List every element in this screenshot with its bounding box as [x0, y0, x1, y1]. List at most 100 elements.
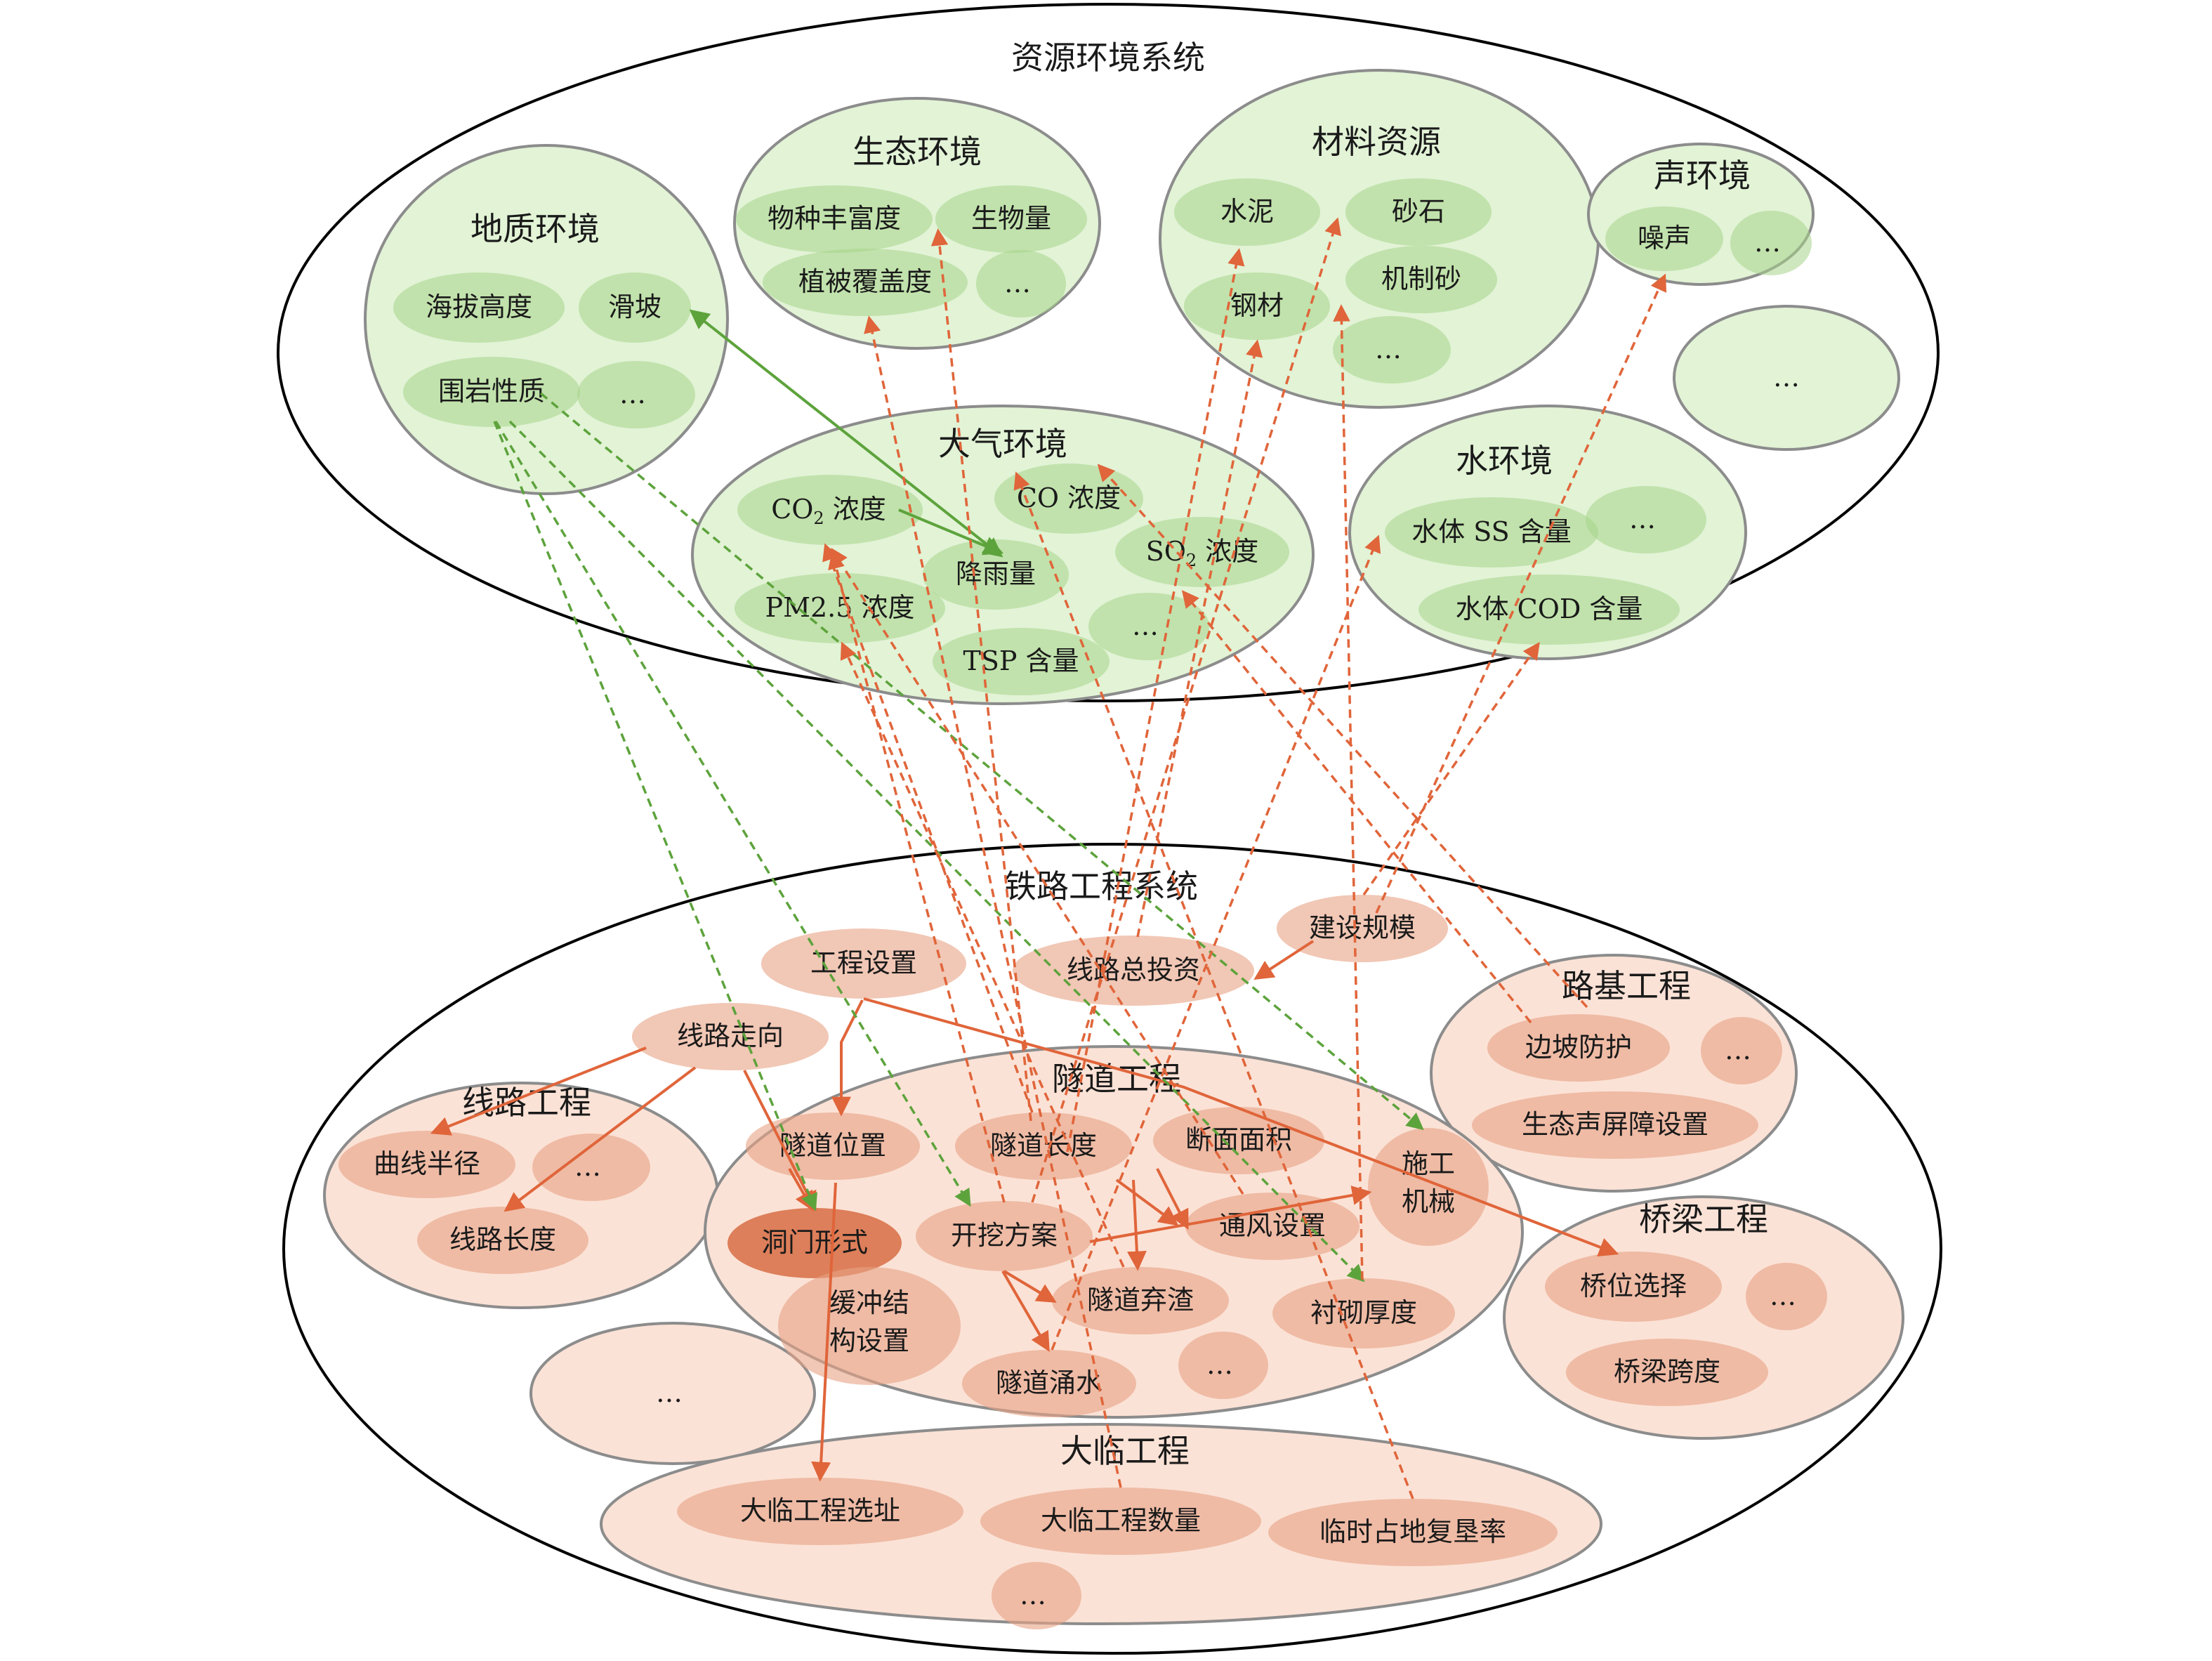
- node-machine: 施工 机械: [1368, 1128, 1489, 1246]
- arrow-excav-seep: [1001, 1270, 1050, 1352]
- arrow-muck-cement: [1066, 248, 1245, 1153]
- svg-text:线路走向: 线路走向: [677, 1020, 784, 1051]
- svg-text:…: …: [1004, 268, 1031, 298]
- svg-text:CO 浓度: CO 浓度: [1017, 482, 1121, 513]
- buffer-line-1: 缓冲结: [829, 1287, 909, 1318]
- svg-text:CO2 浓度: CO2 浓度: [771, 494, 886, 528]
- svg-text:临时占地复垦率: 临时占地复垦率: [1319, 1516, 1506, 1547]
- node-co: CO 浓度: [994, 464, 1143, 534]
- svg-text:…: …: [1770, 1280, 1796, 1311]
- node-noise: 噪声: [1605, 206, 1723, 271]
- arrow-tunnel-len-species: [930, 228, 1032, 1122]
- group-temp-title: 大临工程: [1060, 1432, 1190, 1470]
- node-gravel: 砂石: [1345, 178, 1492, 246]
- node-temp-qty: 大临工程数量: [980, 1488, 1261, 1555]
- svg-text:物种丰富度: 物种丰富度: [768, 203, 901, 234]
- node-biomass: 生物量: [935, 185, 1087, 253]
- node-length: 线路长度: [417, 1207, 588, 1274]
- arrow-section-vent: [1156, 1168, 1189, 1230]
- svg-text:洞门形式: 洞门形式: [761, 1227, 868, 1258]
- arrow-rock-excav: [494, 421, 971, 1207]
- group-line: 线路工程: [323, 1082, 719, 1309]
- node-altitude: 海拔高度: [393, 273, 565, 343]
- svg-text:大临工程选址: 大临工程选址: [740, 1495, 900, 1526]
- svg-text:水体 COD 含量: 水体 COD 含量: [1456, 593, 1643, 624]
- node-sound-more: …: [1730, 211, 1812, 275]
- rail-system-boundary: [282, 843, 1942, 1655]
- arrow-eng-setup-bridge: [863, 997, 1619, 1257]
- arrow-tunnel-pos-temp-site: [811, 1182, 837, 1482]
- svg-text:机械: 机械: [1402, 1186, 1455, 1217]
- svg-text:SO2 浓度: SO2 浓度: [1146, 536, 1259, 570]
- arrow-tunnel-len-co2: [822, 543, 1034, 1113]
- arrow-rock-portal: [493, 421, 817, 1212]
- node-eco-more: …: [976, 250, 1066, 317]
- svg-text:隧道位置: 隧道位置: [779, 1130, 886, 1161]
- node-subgrade-more: …: [1701, 1017, 1782, 1084]
- node-eng-setup: 工程设置: [761, 928, 966, 999]
- node-tunnel-pos: 隧道位置: [746, 1112, 920, 1180]
- node-species: 物种丰富度: [736, 185, 933, 253]
- node-muck: 隧道弃渣: [1052, 1267, 1229, 1334]
- svg-text:线路长度: 线路长度: [449, 1224, 556, 1255]
- arrow-muck-pm25: [840, 641, 1125, 1268]
- arrow-build-scale-invest: [1253, 940, 1315, 980]
- svg-text:曲线半径: 曲线半径: [374, 1148, 480, 1179]
- svg-text:…: …: [1629, 504, 1656, 534]
- arrows-solid-orange: [430, 940, 1619, 1482]
- svg-text:桥梁跨度: 桥梁跨度: [1614, 1356, 1720, 1387]
- group-eco-title: 生态环境: [852, 133, 982, 171]
- env-system-title: 资源环境系统: [1011, 39, 1205, 77]
- node-portal: 洞门形式: [728, 1208, 902, 1278]
- svg-text:…: …: [1773, 362, 1800, 393]
- group-sound-title: 声环境: [1654, 157, 1751, 195]
- arrow-tunnel-len-muck: [1126, 1179, 1147, 1271]
- node-tunnel-len: 隧道长度: [955, 1112, 1132, 1180]
- svg-text:围岩性质: 围岩性质: [438, 376, 545, 407]
- arrow-rock-machine: [539, 392, 1424, 1131]
- svg-text:建设规模: 建设规模: [1309, 912, 1416, 943]
- node-curve: 曲线半径: [338, 1131, 515, 1198]
- node-landslide: 滑坡: [579, 273, 691, 343]
- node-bridge-more: …: [1746, 1263, 1827, 1330]
- svg-text:构设置: 构设置: [829, 1325, 909, 1356]
- svg-text:…: …: [1754, 227, 1781, 258]
- group-line-title: 线路工程: [462, 1084, 591, 1122]
- group-air-title: 大气环境: [938, 425, 1067, 463]
- machine-line-2: 机械: [1402, 1186, 1455, 1217]
- node-build-scale: 建设规模: [1277, 895, 1448, 962]
- svg-text:生态声屏障设置: 生态声屏障设置: [1522, 1109, 1709, 1140]
- arrow-excav-gravel: [1031, 217, 1341, 1203]
- svg-text:边坡防护: 边坡防护: [1525, 1032, 1632, 1063]
- node-barrier: 生态声屏障设置: [1472, 1091, 1758, 1159]
- node-tsp: TSP 含量: [933, 628, 1110, 695]
- rail-system-title: 铁路工程系统: [1004, 867, 1198, 905]
- node-slope: 边坡防护: [1487, 1014, 1670, 1082]
- svg-text:TSP 含量: TSP 含量: [963, 645, 1079, 676]
- svg-text:隧道涌水: 隧道涌水: [996, 1367, 1102, 1398]
- node-air-more: …: [1088, 593, 1209, 660]
- arrow-seep-ss: [1051, 534, 1381, 1351]
- arrow-excav-muck: [1003, 1270, 1057, 1303]
- node-geo-more: …: [577, 361, 695, 428]
- node-pm25: PM2.5 浓度: [735, 573, 945, 643]
- group-bridge-title: 桥梁工程: [1639, 1200, 1768, 1238]
- group-rail-more: …: [529, 1322, 816, 1465]
- arrow-build-scale-cod: [1362, 641, 1540, 896]
- svg-text:线路总投资: 线路总投资: [1067, 954, 1200, 985]
- svg-text:…: …: [1375, 334, 1402, 365]
- node-investment: 线路总投资: [1013, 935, 1254, 1006]
- arrow-route-portal: [743, 1070, 817, 1212]
- node-temp-more: …: [992, 1562, 1081, 1629]
- arrows-solid-green: [689, 309, 1004, 558]
- node-buffer: 缓冲结 构设置: [778, 1267, 961, 1385]
- arrow-route-length: [503, 1066, 697, 1212]
- env-system-boundary: [277, 3, 1940, 702]
- arrow-barrier-tsp: [1097, 464, 1588, 1009]
- svg-text:大临工程数量: 大临工程数量: [1041, 1505, 1201, 1536]
- node-route: 线路走向: [632, 1003, 829, 1070]
- arrow-temp-qty-vegetation: [864, 315, 1122, 1488]
- node-excav: 开挖方案: [916, 1201, 1093, 1271]
- node-seep: 隧道涌水: [962, 1350, 1136, 1417]
